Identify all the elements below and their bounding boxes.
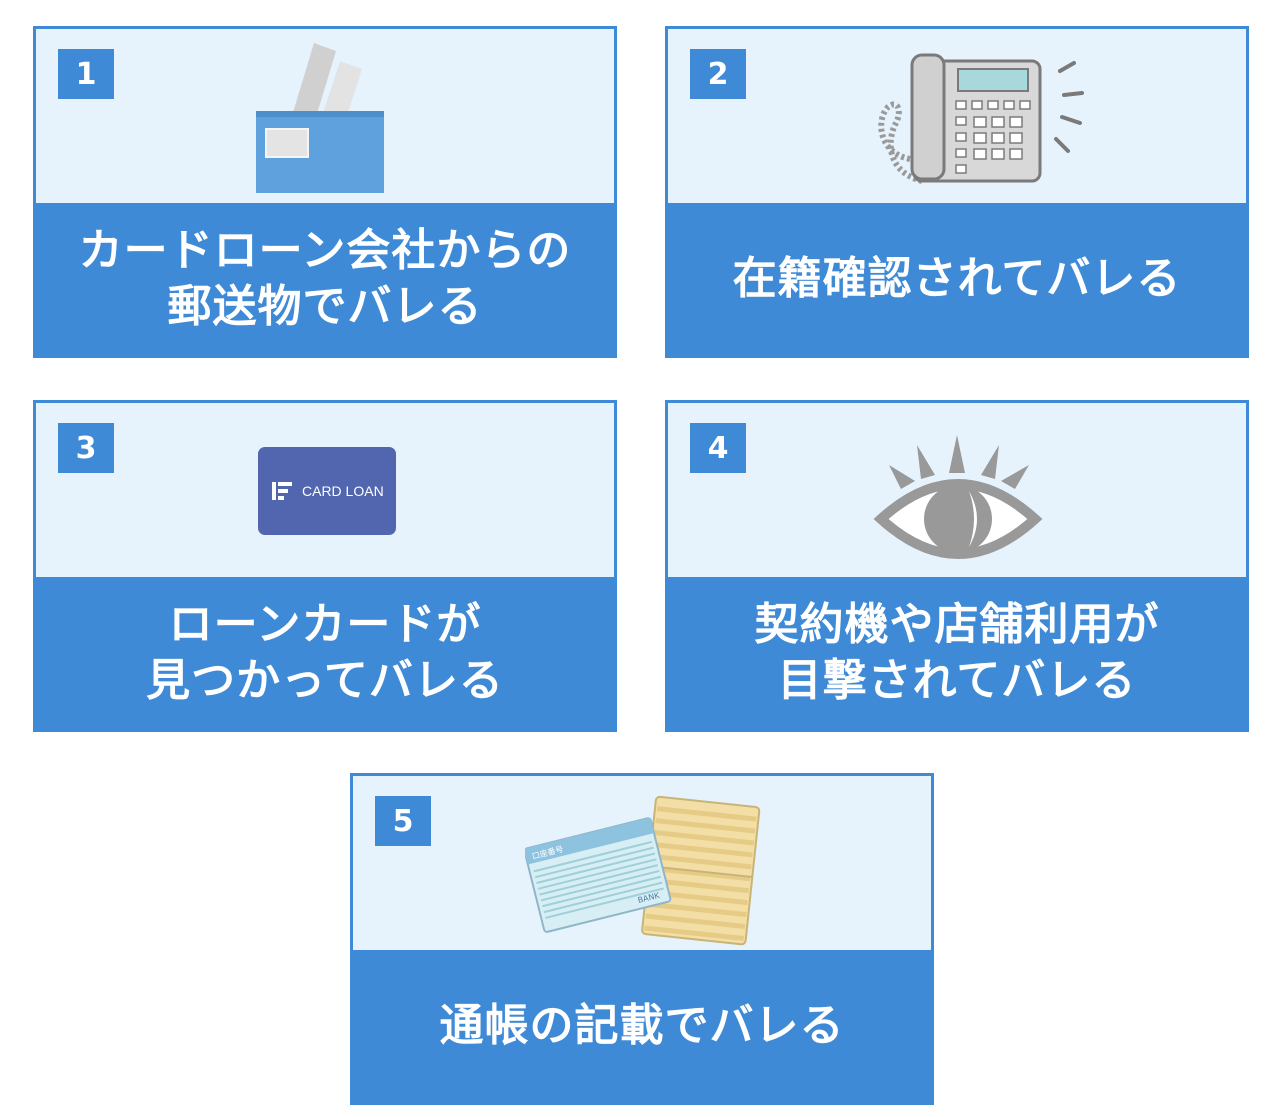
card-1-title: カードローン会社からの 郵送物でバレる [36,203,614,355]
illustration-3: CARD LOAN [36,403,614,577]
card-5-title-line-1: 通帳の記載でバレる [439,1000,845,1051]
card-3: 3 CARD LOAN ローンカードが 見つかってバレる [33,400,617,732]
card-3-title: ローンカードが 見つかってバレる [36,577,614,729]
card-5: 5 口座番号 [350,773,934,1105]
card-1-title-line-2: 郵送物でバレる [167,281,483,332]
illustration-2 [668,29,1246,203]
card-1: 1 カードローン会社からの 郵送物でバレる [33,26,617,358]
step-number-4: 4 [690,423,746,473]
step-number-1: 1 [58,49,114,99]
card-3-title-line-2: 見つかってバレる [146,655,504,706]
card-3-title-line-1: ローンカードが [168,599,482,650]
card-loan-text: CARD LOAN [302,483,384,499]
card-logo-icon [272,482,292,500]
illustration-5: 口座番号 BANK [353,776,931,950]
card-5-title: 通帳の記載でバレる [353,950,931,1102]
loan-card-icon: CARD LOAN [258,447,396,535]
card-2-title-line-1: 在籍確認されてバレる [732,253,1182,304]
step-number-3: 3 [58,423,114,473]
card-1-title-line-1: カードローン会社からの [78,225,572,276]
card-2: 2 在籍確認されてバレる [665,26,1249,358]
card-2-title: 在籍確認されてバレる [668,203,1246,355]
illustration-1 [36,29,614,203]
eye-icon [873,435,1043,559]
step-number-5: 5 [375,796,431,846]
bankbook-icon: 口座番号 BANK [525,795,761,946]
telephone-icon [878,53,1084,184]
card-4-title-line-2: 目撃されてバレる [777,655,1137,706]
card-4-title-line-1: 契約機や店舗利用が [754,599,1160,650]
card-4: 4 契約機や店舗利用が 目撃されてバレる [665,400,1249,732]
envelope-icon [256,43,384,193]
step-number-2: 2 [690,49,746,99]
card-4-title: 契約機や店舗利用が 目撃されてバレる [668,577,1246,729]
illustration-4 [668,403,1246,577]
